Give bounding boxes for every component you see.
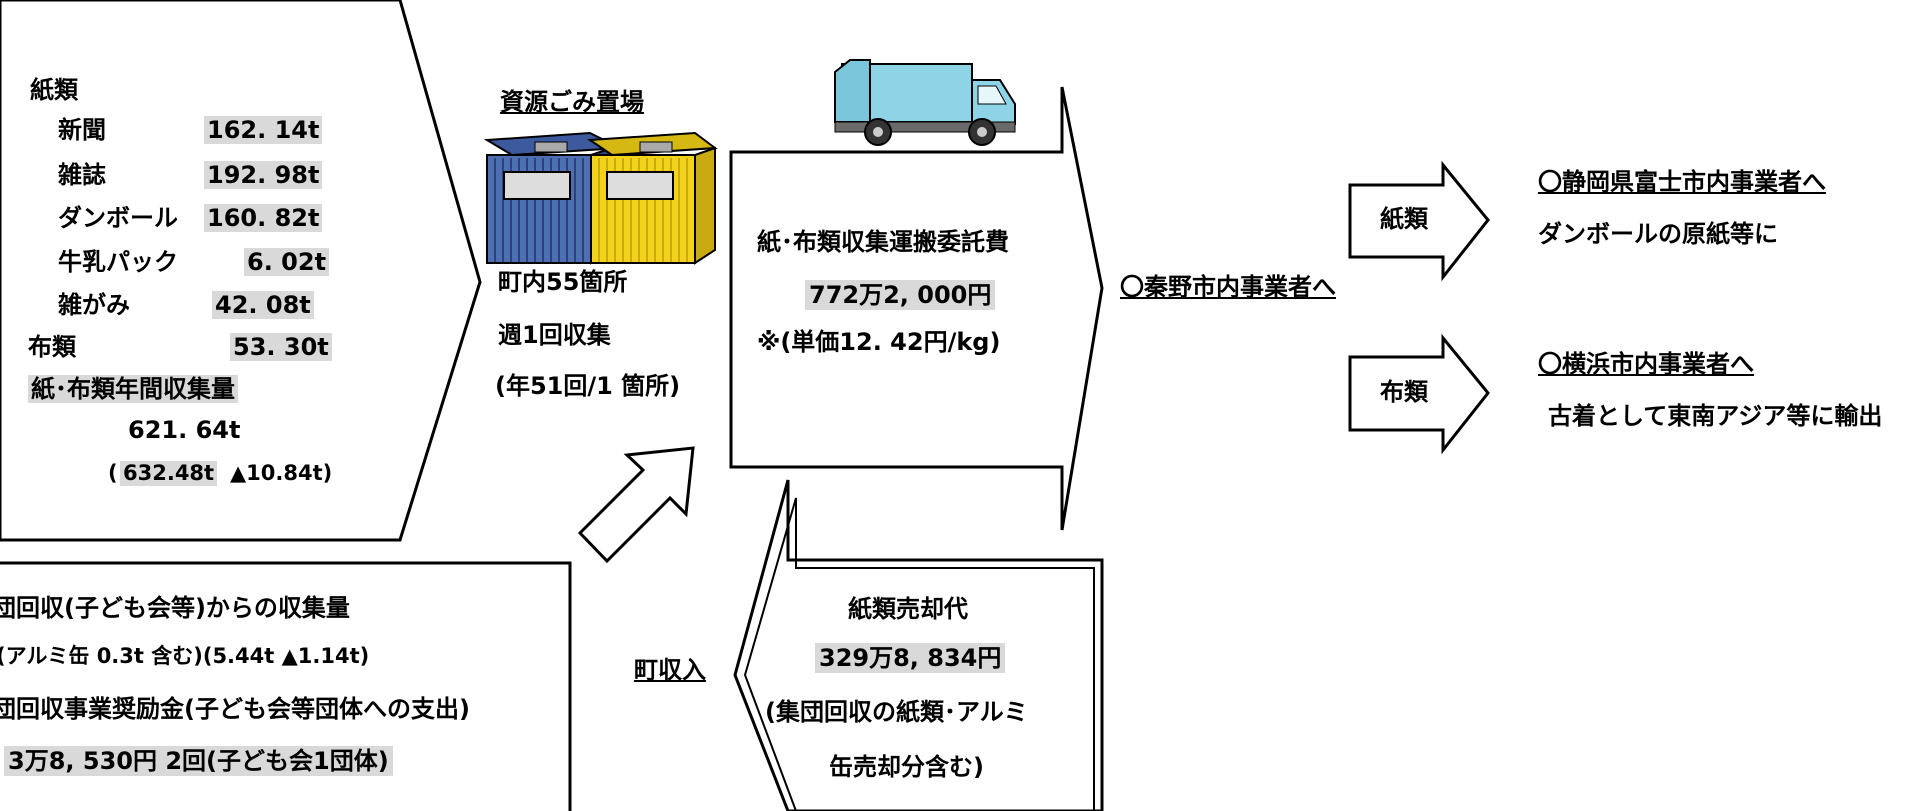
fuji-destination: 〇静岡県富士市内事業者へ bbox=[1538, 168, 1826, 196]
cloth-arrow bbox=[1348, 333, 1490, 455]
prev-change: ▲10.84t) bbox=[230, 461, 333, 485]
yokohama-destination: 〇横浜市内事業者へ bbox=[1538, 350, 1754, 378]
group-line-1: 団回収(子ども会等)からの収集量 bbox=[0, 594, 350, 622]
town-income-label: 町収入 bbox=[634, 656, 706, 684]
total-value: 621. 64t bbox=[128, 416, 241, 444]
item-value-cardboard: 160. 82t bbox=[204, 204, 323, 232]
paper-arrow bbox=[1348, 160, 1490, 282]
contract-unit-price: ※(単価12. 42円/kg) bbox=[757, 328, 1001, 356]
storage-line-1: 町内55箇所 bbox=[498, 268, 628, 296]
storage-line-2: 週1回収集 bbox=[498, 321, 611, 349]
paper-arrow-label: 紙類 bbox=[1380, 205, 1428, 233]
sale-title: 紙類売却代 bbox=[848, 595, 968, 623]
sale-note-1: (集団回収の紙類･アルミ bbox=[765, 698, 1028, 726]
item-label-misc-paper: 雑がみ bbox=[58, 291, 130, 319]
item-label-magazine: 雑誌 bbox=[58, 161, 106, 189]
group-line-2: (アルミ缶 0.3t 含む)(5.44t ▲1.14t) bbox=[0, 644, 370, 668]
cloth-label: 布類 bbox=[28, 333, 76, 361]
item-value-milk-carton: 6. 02t bbox=[244, 248, 330, 276]
item-value-newspaper: 162. 14t bbox=[204, 116, 323, 144]
total-label: 紙･布類年間収集量 bbox=[28, 375, 238, 403]
storage-title: 資源ごみ置場 bbox=[500, 88, 644, 116]
prev-value: 632.48t bbox=[120, 461, 218, 486]
contract-amount: 772万2, 000円 bbox=[805, 280, 996, 310]
yokohama-desc: 古着として東南アジア等に輸出 bbox=[1548, 402, 1883, 430]
group-line-4: 3万8, 530円 2回(子ども会1団体) bbox=[4, 746, 393, 776]
contract-line-1: 紙･布類収集運搬委託費 bbox=[757, 228, 1009, 256]
fuji-desc: ダンボールの原紙等に bbox=[1538, 220, 1778, 248]
item-label-cardboard: ダンボール bbox=[58, 204, 178, 232]
item-value-magazine: 192. 98t bbox=[204, 161, 323, 189]
cloth-value: 53. 30t bbox=[230, 333, 332, 361]
sale-note-2: 缶売却分含む) bbox=[829, 753, 984, 781]
cloth-arrow-label: 布類 bbox=[1380, 378, 1428, 406]
item-value-misc-paper: 42. 08t bbox=[212, 291, 314, 319]
group-line-3: 団回収事業奨励金(子ども会等団体への支出) bbox=[0, 695, 470, 723]
garbage-truck-icon bbox=[834, 59, 1016, 146]
recycle-bins-icon bbox=[483, 131, 718, 265]
paper-heading: 紙類 bbox=[30, 76, 78, 104]
sale-amount: 329万8, 834円 bbox=[815, 643, 1006, 673]
prev-open: ( bbox=[108, 461, 118, 485]
item-label-milk-carton: 牛乳パック bbox=[58, 248, 178, 276]
left-collection-arrow bbox=[0, 0, 482, 542]
storage-line-3: (年51回/1 箇所) bbox=[495, 372, 681, 400]
item-label-newspaper: 新聞 bbox=[58, 116, 106, 144]
up-right-arrow bbox=[577, 446, 695, 564]
hadano-destination: 〇秦野市内事業者へ bbox=[1120, 273, 1336, 301]
